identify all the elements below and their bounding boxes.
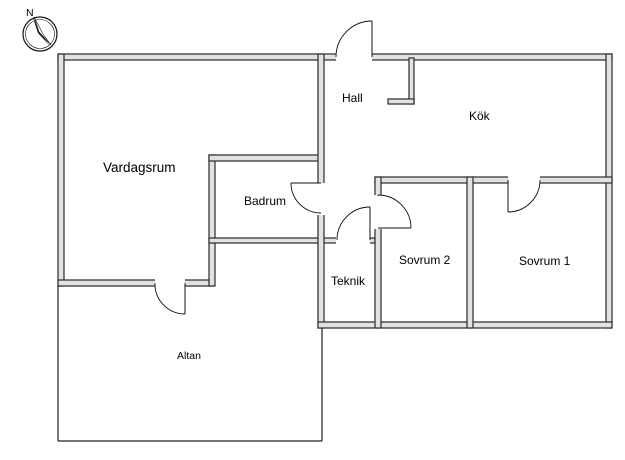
door-sovrum1 xyxy=(507,179,541,213)
door-openings xyxy=(155,53,540,287)
room-label-altan: Altan xyxy=(177,350,201,362)
room-label-badrum: Badrum xyxy=(244,194,286,208)
room-label-sovrum2: Sovrum 2 xyxy=(399,253,451,267)
room-label-hall: Hall xyxy=(342,91,363,105)
room-label-sovrum1: Sovrum 1 xyxy=(519,254,571,268)
door-badrum xyxy=(290,182,322,214)
room-label-kok: Kök xyxy=(469,109,491,123)
compass-icon: N xyxy=(22,7,58,52)
door-altan xyxy=(154,282,186,315)
compass-north-label: N xyxy=(26,7,34,19)
room-label-teknik: Teknik xyxy=(331,274,366,288)
door-sovrum2 xyxy=(377,194,412,229)
room-label-vardagsrum: Vardagsrum xyxy=(103,160,176,175)
door-teknik xyxy=(336,206,371,241)
door-entrance xyxy=(335,20,373,58)
altan-outline xyxy=(57,286,323,442)
